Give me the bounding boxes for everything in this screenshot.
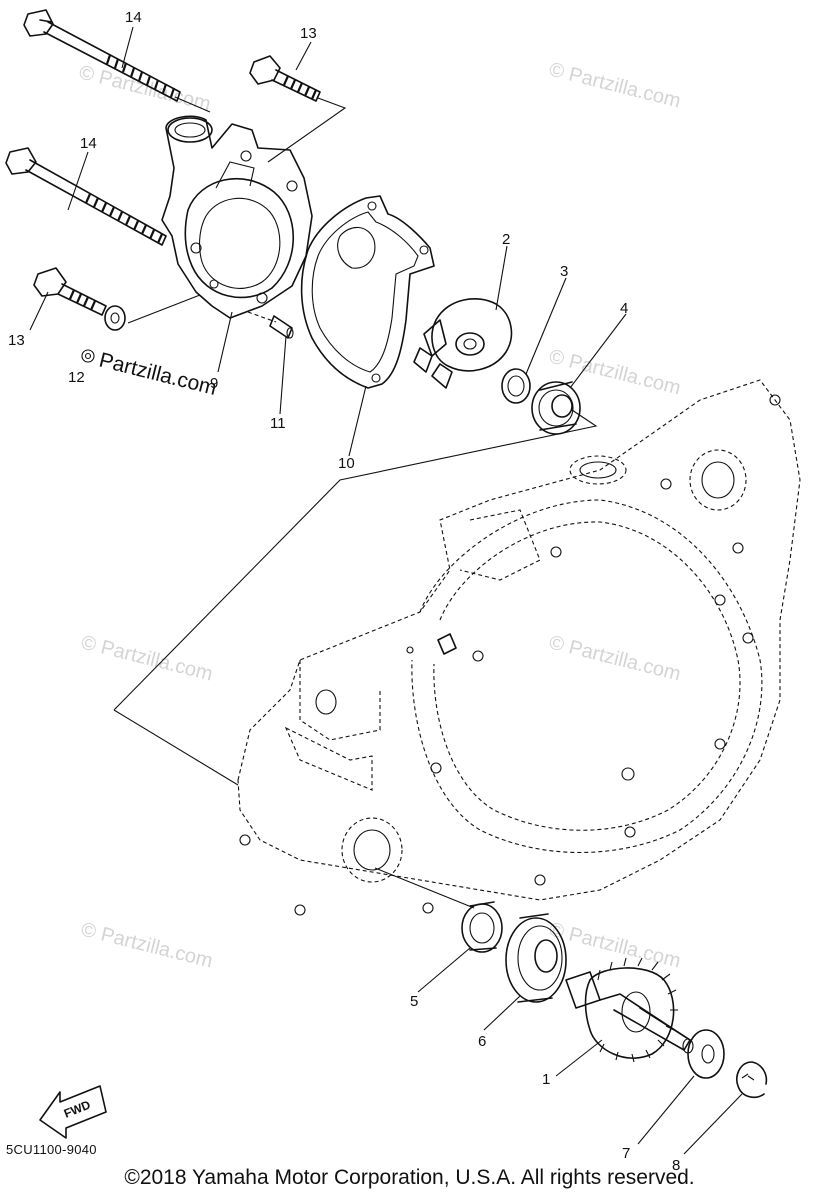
callout-14-upper: 14: [125, 9, 142, 26]
watermark-text: © Partzilla.com: [547, 632, 683, 686]
callout-13-upper: 13: [300, 25, 317, 42]
callout-5: 5: [410, 993, 418, 1010]
long-bolt-14-lower: [5, 147, 167, 246]
callout-6: 6: [478, 1033, 486, 1050]
crankcase-cover: [237, 379, 801, 916]
fwd-label: FWD: [62, 1097, 93, 1120]
copyright-notice: ©2018 Yamaha Motor Corporation, U.S.A. A…: [124, 1166, 695, 1189]
callout-1: 1: [542, 1071, 550, 1088]
callout-4: 4: [620, 300, 628, 317]
callout-leaders: [29, 26, 743, 1155]
callout-13-lower: 13: [8, 332, 25, 349]
callout-2: 2: [502, 231, 510, 248]
oil-seal-3: [501, 368, 531, 404]
washer-icon: [81, 349, 95, 363]
short-bolt-13-lower: [33, 267, 107, 316]
watermark-text: © Partzilla.com: [547, 59, 683, 113]
bearing-6: [505, 913, 567, 1003]
gasket-10: [300, 195, 435, 389]
callout-9: 9: [210, 375, 218, 392]
pump-cover-9: [161, 115, 313, 319]
circlip-8: [736, 1061, 768, 1099]
bearing-5: [461, 901, 503, 953]
washer-7: [687, 1029, 725, 1079]
fwd-arrow-icon: FWD: [39, 1085, 107, 1139]
callout-11: 11: [270, 415, 286, 432]
diagram-part-code: 5CU1100-9040: [6, 1142, 97, 1157]
callout-10: 10: [338, 455, 355, 472]
watermark-text: © Partzilla.com: [79, 919, 215, 973]
brand-watermark: Partzilla.com: [81, 349, 219, 400]
drive-gear-1: [565, 957, 694, 1063]
assembly-lines: [113, 96, 598, 909]
callout-numbers: 14 13 14 13 12 9 11 10 2 3 4 5 6 1 7 8: [8, 9, 680, 1174]
callout-7: 7: [622, 1145, 630, 1162]
callout-8: 8: [672, 1157, 680, 1174]
brand-watermark-text: Partzilla.com: [97, 349, 219, 400]
callout-14-lower: 14: [80, 135, 97, 152]
impeller-2: [413, 298, 513, 389]
watermark-text: © Partzilla.com: [547, 346, 683, 400]
long-bolt-14-upper: [23, 9, 181, 102]
callout-12: 12: [68, 369, 85, 386]
callout-3: 3: [560, 263, 568, 280]
short-bolt-13-upper: [249, 55, 321, 102]
bearing-4: [531, 381, 581, 435]
washer-13-lower: [104, 305, 126, 331]
watermark-text: © Partzilla.com: [547, 919, 683, 973]
dowel-pin-11: [247, 311, 294, 339]
watermark-text: © Partzilla.com: [77, 62, 213, 116]
